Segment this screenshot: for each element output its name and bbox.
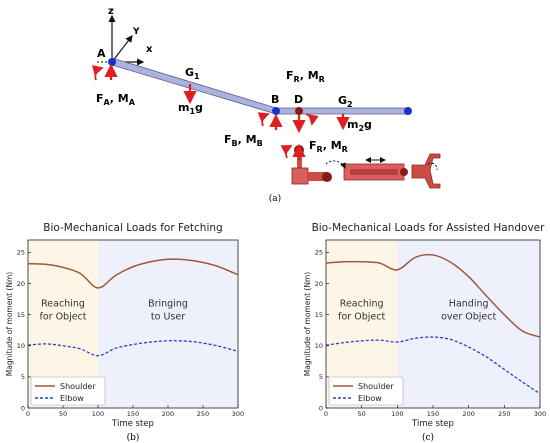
gripper-finger-joint — [400, 168, 408, 176]
legend-box — [30, 376, 106, 406]
series-line-shoulder — [325, 253, 541, 338]
joint-end — [404, 107, 412, 115]
region-label: to User — [151, 312, 185, 323]
x-tick-label: 100 — [391, 410, 403, 418]
legend-label: Shoulder — [60, 382, 96, 391]
y-tick-label: 5 — [319, 373, 323, 381]
joint-b — [272, 107, 280, 115]
chart-caption: (c) — [422, 432, 434, 443]
legend-box — [328, 376, 404, 406]
joint-a — [108, 58, 116, 66]
x-axis-label: Time step — [111, 419, 154, 429]
gripper-link — [308, 172, 328, 181]
chart-title: Bio-Mechanical Loads for Fetching — [43, 222, 222, 234]
y-tick-label: 10 — [315, 342, 323, 350]
x-tick-label: 0 — [324, 410, 328, 418]
y-tick-label: 20 — [17, 280, 25, 288]
region-label: Handing — [449, 299, 489, 310]
x-tick-label: 300 — [534, 410, 546, 418]
chart-title: Bio-Mechanical Loads for Assisted Handov… — [312, 222, 546, 234]
region-shading — [397, 240, 540, 408]
chart-caption: (b) — [127, 432, 140, 443]
x-axis-label: Time step — [411, 419, 454, 429]
z-axis-label: z — [108, 6, 114, 17]
legend-label: Shoulder — [358, 382, 394, 391]
moment-b-arrow — [257, 112, 270, 127]
series-line-elbow — [325, 336, 541, 395]
y-tick-label: 10 — [17, 342, 25, 350]
region-shading — [98, 240, 238, 408]
region-label: Reaching — [41, 299, 85, 310]
y-axis-label: Y — [132, 27, 140, 37]
region-label: Bringing — [148, 299, 188, 310]
gripper-mount — [297, 150, 302, 172]
x-tick-label: 0 — [26, 410, 30, 418]
g2-label: G2 — [338, 94, 353, 109]
legend-label: Elbow — [60, 394, 84, 403]
legend-label: Elbow — [358, 394, 382, 403]
x-tick-label: 300 — [232, 410, 244, 418]
x-tick-label: 50 — [59, 410, 67, 418]
point-a-label: A — [97, 47, 106, 60]
y-tick-label: 20 — [315, 280, 323, 288]
claw-rotation-arrow — [427, 162, 438, 171]
gripper-wrist — [322, 172, 332, 182]
x-tick-label: 150 — [427, 410, 439, 418]
series-line-elbow — [27, 339, 239, 357]
y-axis — [111, 35, 133, 63]
y-tick-label: 0 — [21, 404, 25, 412]
rotation-arrow — [325, 160, 346, 169]
region-label: for Object — [338, 312, 385, 323]
x-tick-label: 150 — [127, 410, 139, 418]
x-tick-label: 100 — [92, 410, 104, 418]
series-line-shoulder — [27, 258, 239, 289]
x-tick-label: 50 — [358, 410, 366, 418]
load-r-label: FR, MR — [309, 139, 348, 154]
gripper-base — [291, 167, 309, 185]
x-tick-label: 200 — [462, 410, 474, 418]
x-tick-label: 200 — [162, 410, 174, 418]
x-tick-label: 250 — [197, 410, 209, 418]
moment-d-arrow — [305, 113, 319, 126]
chart-assisted-handover: Bio-Mechanical Loads for Assisted Handov… — [303, 222, 546, 443]
robot-arm-diagram: z Y x A B D G1 m1g G2 m2g FA, MA FR, MR — [91, 6, 441, 204]
y-tick-label: 0 — [319, 404, 323, 412]
y-tick-label: 15 — [315, 311, 323, 319]
load-r-top-label: FR, MR — [286, 69, 325, 84]
gripper-rail — [350, 169, 398, 175]
y-tick-label: 5 — [21, 373, 25, 381]
moment-r-arrow — [280, 145, 293, 159]
m2g-label: m2g — [347, 118, 372, 133]
x-axis-label: x — [146, 44, 153, 55]
y-tick-label: 25 — [315, 249, 323, 257]
load-a-label: FA, MA — [96, 92, 136, 107]
region-label: Reaching — [340, 299, 384, 310]
joint-d — [295, 107, 303, 115]
y-axis-label: Magnitude of moment (Nm) — [303, 272, 312, 376]
m1g-label: m1g — [178, 101, 203, 116]
y-tick-label: 25 — [17, 249, 25, 257]
y-axis-label: Magnitude of moment (Nm) — [5, 272, 14, 376]
region-label: for Object — [39, 312, 86, 323]
g1-label: G1 — [185, 66, 200, 81]
point-d-label: D — [294, 93, 303, 106]
gripper-claw — [411, 153, 441, 189]
point-b-label: B — [271, 93, 279, 106]
chart-fetching: Bio-Mechanical Loads for Fetching (b) Re… — [5, 222, 244, 443]
y-tick-label: 15 — [17, 311, 25, 319]
x-tick-label: 250 — [498, 410, 510, 418]
caption-a: (a) — [269, 193, 281, 204]
moment-a-arrow — [91, 65, 104, 81]
load-b-label: FB, MB — [224, 133, 263, 148]
region-label: over Object — [441, 312, 496, 323]
